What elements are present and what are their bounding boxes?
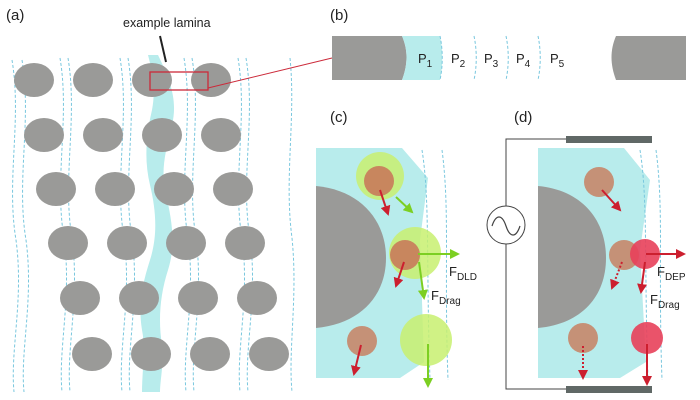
large-particle [400, 314, 452, 366]
stream-p2: P2 [451, 51, 466, 70]
drag-arrow [601, 189, 622, 212]
drag-arrow-dotted [610, 261, 623, 290]
panel-a-label: (a) [6, 7, 24, 24]
small-particle [347, 326, 377, 356]
first-streamtube [402, 36, 443, 80]
drag-force-arrow [637, 261, 648, 294]
electrode-bottom [566, 386, 652, 393]
dep-particle [630, 239, 660, 269]
stream-p1: P1 [418, 51, 433, 70]
panel-b: (b) P1 P2 P3 P4 P5 [330, 7, 686, 81]
small-particle [568, 323, 598, 353]
panel-b-label: (b) [330, 7, 348, 24]
small-particle [364, 166, 394, 196]
sine-wave-icon [491, 216, 521, 236]
post-right [611, 36, 686, 80]
label-f-dep: FDEP [657, 264, 686, 283]
example-lamina-box [149, 71, 209, 91]
zoom-connector [207, 57, 333, 89]
label-f-drag: FDrag [431, 288, 461, 307]
wire-top [505, 138, 566, 206]
wire-bottom [505, 244, 566, 390]
label-f-drag-d: FDrag [650, 292, 680, 311]
streamtube-boundaries [439, 35, 541, 81]
panel-d-label: (d) [514, 109, 532, 126]
green-drag-arrow [395, 196, 414, 214]
panel-c-label: (c) [330, 109, 348, 126]
post-d [538, 186, 606, 328]
panel-c: (c) FDLD FDrag [316, 109, 477, 388]
drag-arrow [393, 261, 405, 288]
drag-arrow [351, 344, 362, 376]
panel-d: (d) FDEP FDrag [486, 109, 686, 393]
dep-particle [631, 322, 663, 354]
label-f-dld: FDLD [449, 264, 477, 283]
drag-arrow [379, 189, 391, 216]
post-c [316, 186, 386, 328]
electrode-top [566, 136, 652, 143]
small-particle [584, 167, 614, 197]
stream-p5: P5 [550, 51, 565, 70]
stream-p3: P3 [484, 51, 499, 70]
small-particle [390, 240, 420, 270]
post-left [332, 36, 407, 80]
lamina-callout-line [159, 35, 167, 63]
stream-p4: P4 [516, 51, 531, 70]
post-array [14, 63, 289, 371]
example-lamina-label: example lamina [123, 16, 211, 30]
panel-a: (a) [6, 7, 333, 393]
drag-force-arrow [417, 261, 428, 300]
